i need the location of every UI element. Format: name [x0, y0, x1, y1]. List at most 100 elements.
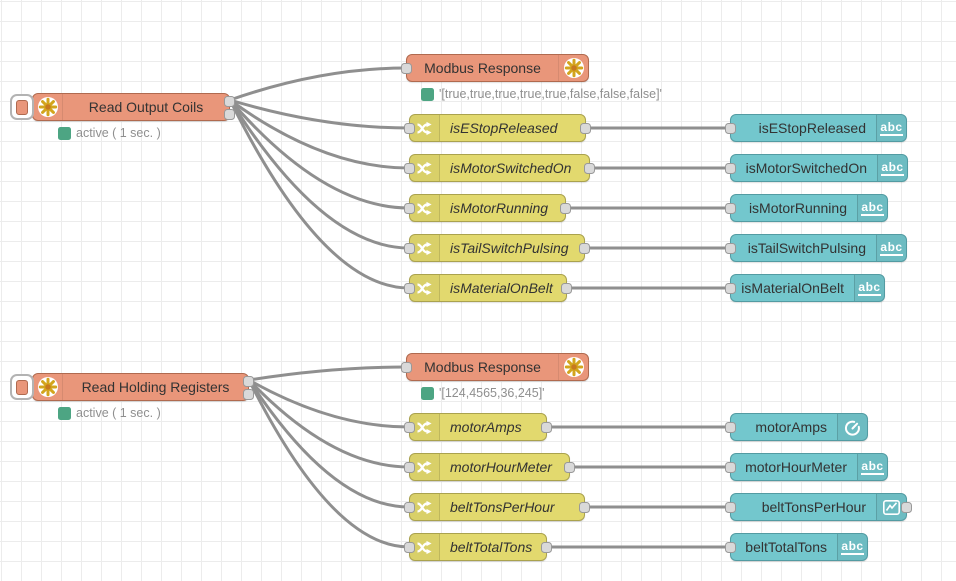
modbus-flower-icon [33, 374, 63, 400]
output-port[interactable] [541, 422, 552, 433]
shuffle-icon [410, 195, 440, 221]
input-port[interactable] [725, 163, 736, 174]
node-modbus-response-registers[interactable]: Modbus Response [401, 353, 589, 381]
node-ui-isMotorRunning[interactable]: isMotorRunning abc [725, 194, 888, 222]
node-label: Modbus Response [424, 359, 541, 375]
node-ui-motorAmps[interactable]: motorAmps [725, 413, 868, 441]
output-port[interactable] [580, 123, 591, 134]
trigger-button-fill [16, 379, 28, 395]
input-port[interactable] [404, 422, 415, 433]
node-modbus-response-coils[interactable]: Modbus Response [401, 54, 589, 82]
output-port[interactable] [901, 502, 912, 513]
node-trigger-button[interactable] [10, 94, 34, 120]
wire-read-output-coils-to-change-isMaterialOnBelt[interactable] [228, 98, 411, 290]
output-port[interactable] [561, 283, 572, 294]
input-port[interactable] [404, 163, 415, 174]
node-ui-motorHourMeter[interactable]: motorHourMeter abc [725, 453, 888, 481]
input-port[interactable] [725, 123, 736, 134]
output-port[interactable] [584, 163, 595, 174]
input-port[interactable] [725, 243, 736, 254]
output-port-2[interactable] [224, 108, 235, 120]
input-port[interactable] [404, 243, 415, 254]
node-change-beltTonsPerHour[interactable]: beltTonsPerHour [404, 493, 590, 521]
output-port[interactable] [564, 462, 575, 473]
output-port[interactable] [541, 542, 552, 553]
abc-badge-icon: abc [837, 534, 867, 560]
node-change-isMotorSwitchedOn[interactable]: isMotorSwitchedOn [404, 154, 595, 182]
node-read-output-coils[interactable]: Read Output Coils [32, 93, 235, 121]
node-change-isMaterialOnBelt[interactable]: isMaterialOnBelt [404, 274, 572, 302]
wire-read-output-coils-to-change-isEStopReleased[interactable] [228, 98, 411, 130]
input-port[interactable] [725, 203, 736, 214]
node-label: beltTonsPerHour [450, 499, 555, 515]
output-port-1[interactable] [243, 375, 254, 387]
shuffle-icon [410, 115, 440, 141]
modbus-flower-icon [558, 354, 588, 380]
node-status: '[true,true,true,true,true,false,false,f… [421, 87, 662, 101]
wire-read-holding-registers-to-change-motorHourMeter[interactable] [247, 378, 411, 469]
input-port[interactable] [404, 502, 415, 513]
input-port[interactable] [725, 462, 736, 473]
node-status: active ( 1 sec. ) [58, 126, 161, 140]
output-port[interactable] [560, 203, 571, 214]
node-change-motorHourMeter[interactable]: motorHourMeter [404, 453, 575, 481]
shuffle-icon [410, 494, 440, 520]
node-read-holding-registers[interactable]: Read Holding Registers [32, 373, 254, 401]
node-change-isEStopReleased[interactable]: isEStopReleased [404, 114, 591, 142]
node-label: Read Output Coils [88, 99, 204, 115]
status-dot-icon [58, 126, 71, 140]
node-label: isMotorRunning [748, 200, 847, 216]
abc-badge-icon: abc [857, 195, 887, 221]
node-label: isTailSwitchPulsing [450, 240, 569, 256]
wire-read-holding-registers-to-change-motorAmps[interactable] [247, 378, 411, 429]
input-port[interactable] [725, 422, 736, 433]
node-label: motorHourMeter [450, 459, 552, 475]
input-port[interactable] [404, 462, 415, 473]
output-port-2[interactable] [243, 388, 254, 400]
node-change-beltTotalTons[interactable]: beltTotalTons [404, 533, 552, 561]
input-port[interactable] [404, 203, 415, 214]
wire-read-output-coils-to-change-isTailSwitchPulsing[interactable] [228, 98, 411, 250]
node-status: active ( 1 sec. ) [58, 406, 161, 420]
node-label: isMotorRunning [450, 200, 549, 216]
gauge-icon [837, 414, 867, 440]
node-label: Read Holding Registers [81, 379, 230, 395]
node-ui-beltTonsPerHour[interactable]: beltTonsPerHour [725, 493, 912, 521]
status-text: '[true,true,true,true,true,false,false,f… [439, 87, 662, 101]
input-port[interactable] [725, 542, 736, 553]
abc-badge-icon: abc [857, 454, 887, 480]
input-port[interactable] [401, 63, 412, 74]
status-dot-icon [58, 406, 71, 420]
input-port[interactable] [401, 362, 412, 373]
output-port-1[interactable] [224, 95, 235, 107]
input-port[interactable] [404, 542, 415, 553]
output-port[interactable] [579, 243, 590, 254]
status-text: '[124,4565,36,245]' [439, 386, 545, 400]
wire-read-holding-registers-to-modbus-response-registers[interactable] [247, 365, 408, 382]
wire-read-output-coils-to-modbus-response-coils[interactable] [228, 66, 408, 102]
wire-read-output-coils-to-change-isMotorRunning[interactable] [228, 98, 411, 210]
wire-read-output-coils-to-change-isMotorSwitchedOn[interactable] [228, 98, 411, 170]
node-label: beltTotalTons [745, 539, 827, 555]
wire-read-holding-registers-to-change-beltTonsPerHour[interactable] [247, 378, 411, 509]
node-change-isMotorRunning[interactable]: isMotorRunning [404, 194, 571, 222]
wire-read-holding-registers-to-change-beltTotalTons[interactable] [247, 378, 411, 549]
node-label: motorHourMeter [745, 459, 847, 475]
node-ui-beltTotalTons[interactable]: beltTotalTons abc [725, 533, 868, 561]
input-port[interactable] [725, 502, 736, 513]
node-change-isTailSwitchPulsing[interactable]: isTailSwitchPulsing [404, 234, 590, 262]
node-trigger-button[interactable] [10, 374, 34, 400]
node-change-motorAmps[interactable]: motorAmps [404, 413, 552, 441]
input-port[interactable] [404, 123, 415, 134]
input-port[interactable] [725, 283, 736, 294]
abc-badge-icon: abc [876, 235, 906, 261]
output-port[interactable] [579, 502, 590, 513]
node-label: motorAmps [755, 419, 827, 435]
node-label: isMotorSwitchedOn [450, 160, 572, 176]
input-port[interactable] [404, 283, 415, 294]
